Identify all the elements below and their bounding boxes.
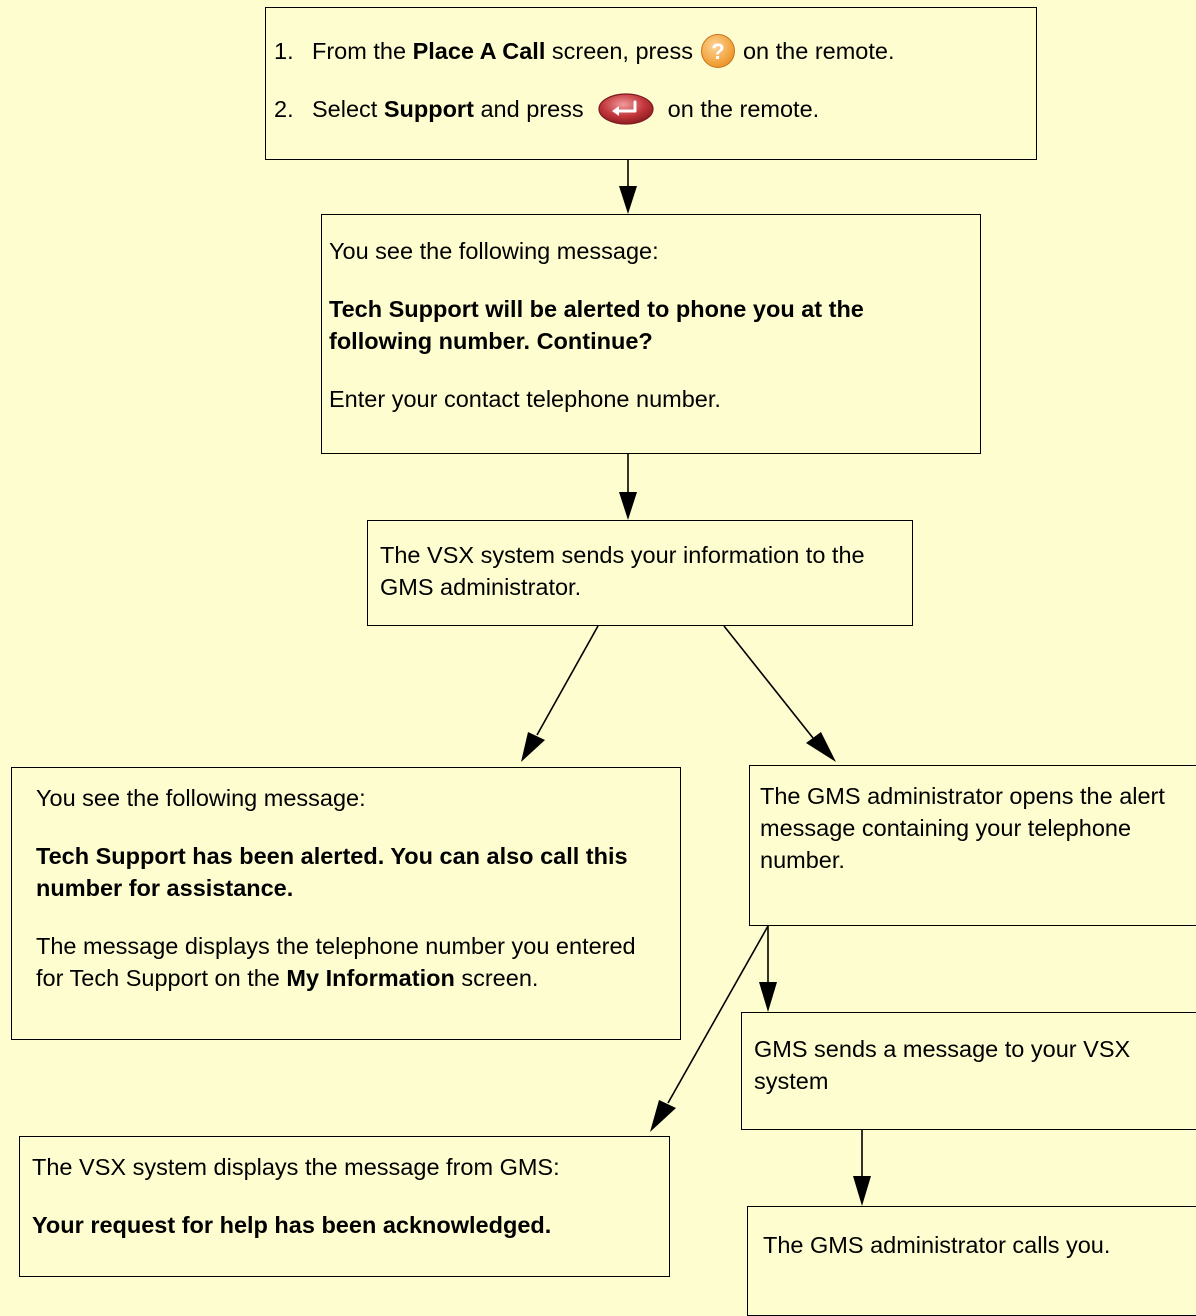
- step-number: 1.: [274, 38, 294, 64]
- vsx-displays-box: The VSX system displays the message from…: [19, 1136, 670, 1277]
- step-text: screen, press: [545, 38, 693, 64]
- admin-calls-box: The GMS administrator calls you.: [747, 1206, 1196, 1316]
- box-text: The GMS administrator opens the alert me…: [760, 783, 1165, 873]
- gms-sends-box: GMS sends a message to your VSX system: [741, 1012, 1196, 1130]
- box-intro: You see the following message:: [329, 238, 659, 264]
- step-text: Select: [312, 96, 384, 122]
- box-intro: You see the following message:: [36, 785, 366, 811]
- box-text: The GMS administrator calls you.: [763, 1232, 1111, 1258]
- arrowhead: [619, 492, 637, 520]
- arrowhead: [853, 1176, 871, 1206]
- help-button-icon: ?: [700, 34, 735, 68]
- admin-opens-box: The GMS administrator opens the alert me…: [749, 765, 1196, 926]
- step-text: From the: [312, 38, 413, 64]
- arrowhead: [759, 982, 777, 1012]
- screen-name: My Information: [286, 965, 455, 991]
- confirm-message-box: You see the following message: Tech Supp…: [321, 214, 981, 454]
- step-text: and press: [473, 96, 584, 122]
- screen-name: Place A Call: [412, 38, 546, 64]
- arrowhead: [521, 732, 545, 762]
- box-text: The VSX system sends your information to…: [380, 542, 865, 600]
- step-number: 2.: [274, 96, 294, 122]
- on-screen-message: Tech Support has been alerted. You can a…: [36, 843, 628, 901]
- vsx-sends-box: The VSX system sends your information to…: [367, 520, 913, 626]
- step-text: on the remote.: [667, 96, 820, 122]
- steps-box: 1. From the Place A Call screen, press ?…: [265, 7, 1037, 160]
- box-intro: The VSX system displays the message from…: [32, 1154, 560, 1180]
- on-screen-message: Tech Support will be alerted to phone yo…: [329, 296, 864, 354]
- alerted-message-box: You see the following message: Tech Supp…: [11, 767, 681, 1040]
- box-text: GMS sends a message to your VSX system: [754, 1036, 1131, 1094]
- arrowhead: [619, 186, 637, 214]
- enter-button-icon: [598, 93, 654, 125]
- arrowhead: [650, 1100, 676, 1132]
- on-screen-message: Your request for help has been acknowled…: [32, 1212, 552, 1238]
- step-text: on the remote.: [742, 38, 895, 64]
- step-1: 1. From the Place A Call screen, press ?…: [274, 28, 1036, 74]
- box-detail: The message displays the telephone numbe…: [36, 933, 636, 991]
- box-instruction: Enter your contact telephone number.: [329, 386, 721, 412]
- step-2: 2. Select Support and press on the remot…: [274, 86, 1036, 132]
- arrowhead: [806, 732, 836, 762]
- menu-option: Support: [383, 96, 474, 122]
